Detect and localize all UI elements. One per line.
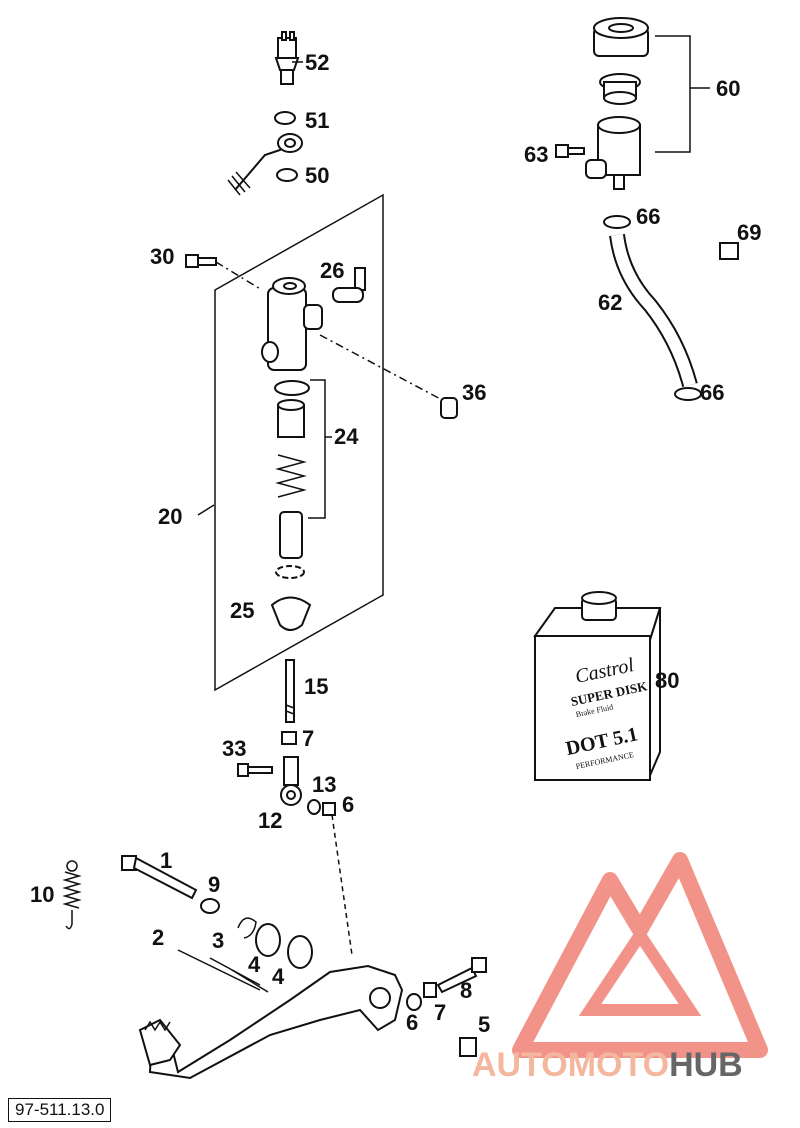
- watermark-logo-icon: [512, 852, 768, 1058]
- callout-51: 51: [305, 108, 329, 133]
- washer-13: [307, 799, 321, 815]
- watermark-text: AUTOMOTOHUB: [472, 1046, 743, 1084]
- bearing-4a: [255, 923, 281, 957]
- callout-8: 8: [460, 978, 472, 1003]
- bolt-30: [185, 254, 217, 268]
- nut-7-upper: [281, 731, 297, 745]
- bearing-4b: [287, 935, 313, 969]
- callout-4-b: 4: [272, 964, 285, 989]
- nut-5: [459, 1037, 477, 1057]
- callout-24: 24: [334, 424, 359, 449]
- reservoir-cap: [593, 17, 649, 57]
- callout-80: 80: [655, 668, 679, 693]
- callout-2: 2: [152, 925, 164, 950]
- bolt-33: [237, 763, 273, 777]
- clamp-66-lower: [674, 387, 702, 401]
- clevis-12: [280, 756, 302, 806]
- watermark-part2: HUB: [669, 1046, 743, 1084]
- banjo-fitting: [227, 133, 303, 196]
- reservoir-diaphragm: [599, 73, 641, 105]
- callout-52: 52: [305, 50, 329, 75]
- piston: [279, 511, 303, 559]
- callout-26: 26: [320, 258, 344, 283]
- callout-50: 50: [305, 163, 329, 188]
- callout-9: 9: [208, 872, 220, 897]
- clamp-66-upper: [603, 215, 631, 229]
- callout-10: 10: [30, 882, 54, 907]
- callout-36: 36: [462, 380, 486, 405]
- callout-69: 69: [737, 220, 761, 245]
- circlip: [275, 565, 305, 579]
- screw-63: [555, 144, 585, 158]
- washer-50: [276, 168, 298, 182]
- bracket-24: [308, 379, 326, 519]
- nut-7-lower: [423, 982, 437, 998]
- spring: [275, 454, 307, 498]
- callout-1: 1: [160, 848, 172, 873]
- bracket-60: [655, 35, 691, 153]
- callout-5: 5: [478, 1012, 490, 1037]
- master-cylinder-kit-frame: [214, 193, 384, 692]
- elbow-fitting-26: [332, 267, 366, 303]
- reservoir-body: [585, 116, 641, 190]
- callout-66-upper: 66: [636, 204, 660, 229]
- watermark-part1: AUTOMOTO: [472, 1046, 669, 1084]
- callout-30: 30: [150, 244, 174, 269]
- callout-60: 60: [716, 76, 740, 101]
- callout-6-lower: 6: [406, 1010, 418, 1035]
- callout-13: 13: [312, 772, 336, 797]
- pivot-bolt-1: [121, 855, 198, 900]
- callout-12: 12: [258, 808, 282, 833]
- brake-pedal-2: [138, 964, 404, 1080]
- o-ring: [274, 380, 310, 396]
- callout-20: 20: [158, 504, 182, 529]
- pushrod-15: [285, 659, 295, 723]
- callout-7-upper: 7: [302, 726, 314, 751]
- callout-6-upper: 6: [342, 792, 354, 817]
- callout-3: 3: [212, 928, 224, 953]
- washer-51: [274, 111, 296, 125]
- washer-6-lower: [406, 993, 422, 1011]
- nut-69: [719, 242, 739, 260]
- callout-33: 33: [222, 736, 246, 761]
- brake-light-switch: [274, 31, 300, 85]
- callout-7-lower: 7: [434, 1000, 446, 1025]
- callout-4-a: 4: [248, 952, 261, 977]
- callout-25: 25: [230, 598, 254, 623]
- bolt-8: [436, 957, 487, 994]
- callout-66-lower: 66: [700, 380, 724, 405]
- master-cylinder-body: [261, 277, 323, 371]
- reference-code: 97-511.13.0: [8, 1098, 112, 1122]
- circlip-3: [237, 917, 257, 939]
- return-spring-10: [62, 860, 82, 930]
- piston-sleeve: [277, 399, 305, 438]
- cap-36: [440, 397, 458, 419]
- callout-15: 15: [304, 674, 328, 699]
- callout-63: 63: [524, 142, 548, 167]
- brake-fluid-can: [533, 591, 662, 781]
- nut-6-upper: [322, 802, 336, 816]
- callout-62: 62: [598, 290, 622, 315]
- dust-boot-25: [270, 596, 312, 631]
- washer-9: [200, 898, 220, 914]
